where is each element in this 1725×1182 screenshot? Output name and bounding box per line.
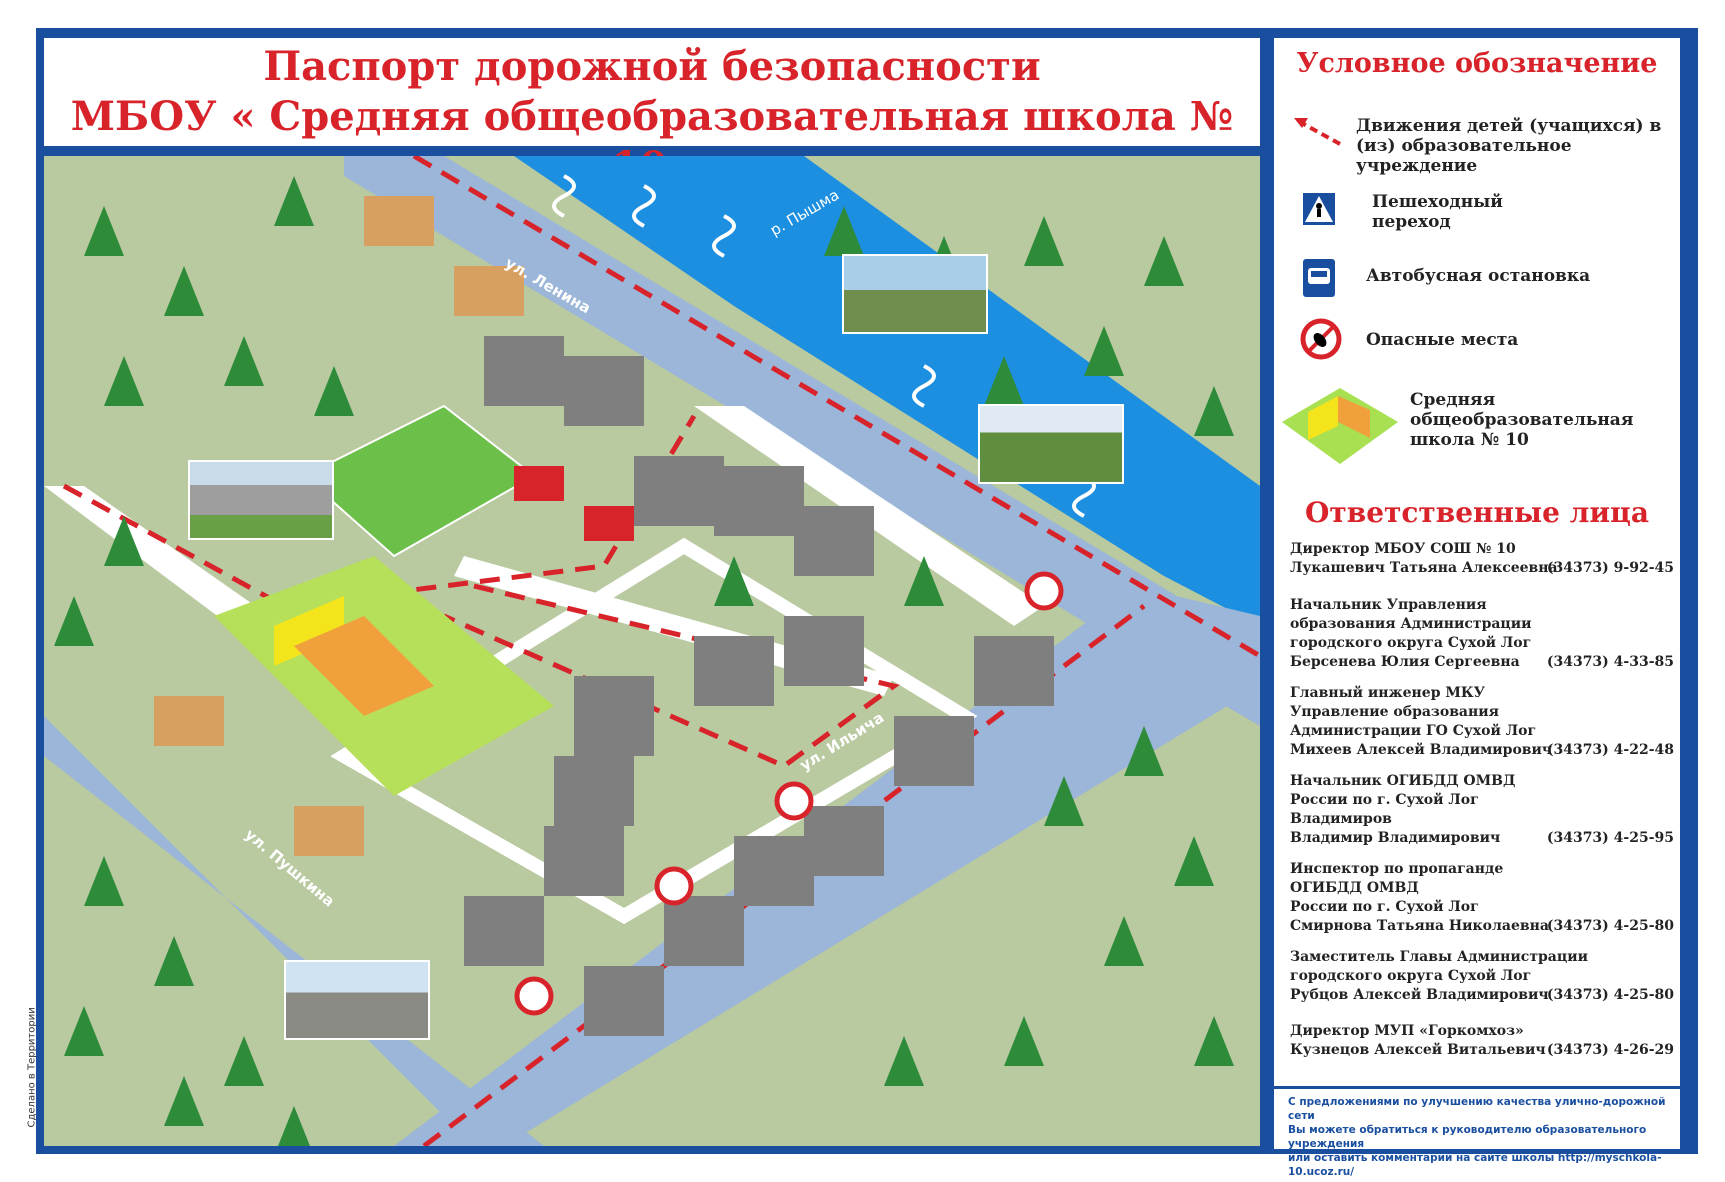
contact-4-line-1: ОГИБДД ОМВД (1290, 880, 1419, 896)
sidewalk-1 (44, 486, 284, 636)
contact-3-line-0: Начальник ОГИБДД ОМВД (1290, 773, 1516, 789)
contact-2-phone: (34373) 4-22-48 (1546, 742, 1674, 758)
danger-markers (514, 571, 1064, 1016)
credit-text: Сделано в Территории (26, 1007, 38, 1128)
map-drawing: р. Пышма (44, 156, 1260, 1146)
footer-line-1: С предложениями по улучшению качества ул… (1288, 1096, 1666, 1122)
legend-item-danger: Опасные места (1274, 316, 1680, 366)
legend-label-crossing: Пешеходный переход (1372, 192, 1503, 232)
contact-4-line-0: Инспектор по пропаганде (1290, 861, 1504, 877)
contact-3-line-1: России по г. Сухой Лог (1290, 792, 1479, 808)
title-box: Паспорт дорожной безопасности МБОУ « Сре… (44, 38, 1260, 190)
contact-3-line-3: Владимир Владимирович (1290, 830, 1501, 846)
photo-lenina (842, 254, 988, 334)
legend-item-bus-stop: Автобусная остановка (1274, 256, 1680, 302)
contact-1-line-2: городского округа Сухой Лог (1290, 635, 1532, 651)
river-waves (552, 174, 1096, 518)
contact-2: Главный инженер МКУ Управление образован… (1290, 684, 1674, 760)
apartment-buildings (464, 336, 1054, 1036)
footer-text: С предложениями по улучшению качества ул… (1288, 1095, 1678, 1179)
contact-2-line-1: Управление образования (1290, 704, 1499, 720)
safety-map: р. Пышма (44, 156, 1260, 1146)
pedestrian-crossing-icon (1303, 193, 1335, 225)
sports-field (302, 404, 536, 558)
contact-3: Начальник ОГИБДД ОМВД России по г. Сухой… (1290, 772, 1674, 848)
school-building (274, 596, 344, 666)
responsible-title: Ответственные лица (1305, 496, 1649, 529)
contact-2-line-0: Главный инженер МКУ (1290, 685, 1485, 701)
legend-label-danger: Опасные места (1366, 330, 1519, 350)
contact-2-line-3: Михеев Алексей Владимирович (1290, 742, 1553, 758)
contact-4-line-2: России по г. Сухой Лог (1290, 899, 1479, 915)
contact-1-phone: (34373) 4-33-85 (1546, 654, 1674, 670)
contact-2-line-2: Администрации ГО Сухой Лог (1290, 723, 1537, 739)
sidebar: Условное обозначение Движения детей (уча… (1274, 38, 1680, 1108)
contact-4-phone: (34373) 4-25-80 (1546, 918, 1674, 934)
contact-5: Заместитель Главы Администрации городско… (1290, 948, 1674, 1005)
contact-6-line-0: Директор МУП «Горкомхоз» (1290, 1023, 1524, 1039)
school-building-icon (1282, 388, 1398, 464)
sidebar-footer: С предложениями по улучшению качества ул… (1274, 1086, 1680, 1178)
contact-4-line-3: Смирнова Татьяна Николаевна (1290, 918, 1549, 934)
legend-label-bus-stop: Автобусная остановка (1366, 266, 1591, 286)
bus-stop-icon (1303, 259, 1335, 297)
legend-item-school: Средняя общеобразовательная школа № 10 (1274, 380, 1680, 470)
legend-item-crossing: Пешеходный переход (1274, 188, 1680, 238)
page-subtitle: МБОУ « Средняя общеобразовательная школа… (70, 93, 1234, 190)
photo-bridge (978, 404, 1124, 484)
photo-pushkina (284, 960, 430, 1040)
contact-0-phone: (34373) 9-92-45 (1546, 560, 1674, 576)
legend-label-route: Движения детей (учащихся) в (из) образов… (1356, 116, 1662, 176)
contact-0: Директор МБОУ СОШ № 10 Лукашевич Татьяна… (1290, 540, 1674, 578)
legend-label-school: Средняя общеобразовательная школа № 10 (1410, 390, 1634, 450)
footer-line-3: или оставить комментарии на сайте школы … (1288, 1152, 1662, 1178)
contact-1-line-3: Берсенева Юлия Сергеевна (1290, 654, 1520, 670)
contact-1-line-1: образования Администрации (1290, 616, 1532, 632)
page-title: Паспорт дорожной безопасности (263, 43, 1041, 90)
contact-5-phone: (34373) 4-25-80 (1546, 987, 1674, 1003)
contact-6-phone: (34373) 4-26-29 (1546, 1042, 1674, 1058)
contact-0-line-1: Лукашевич Татьяна Алексеевна (1290, 560, 1558, 576)
contact-6-line-1: Кузнецов Алексей Витальевич (1290, 1042, 1546, 1058)
contact-5-line-2: Рубцов Алексей Владимирович (1290, 987, 1549, 1003)
contact-3-line-2: Владимиров (1290, 811, 1392, 827)
contact-4: Инспектор по пропаганде ОГИБДД ОМВД Росс… (1290, 860, 1674, 936)
footer-line-2: Вы можете обратиться к руководителю обра… (1288, 1124, 1647, 1150)
contact-5-line-0: Заместитель Главы Администрации (1290, 949, 1588, 965)
contact-3-phone: (34373) 4-25-95 (1546, 830, 1674, 846)
photo-school (188, 460, 334, 540)
contact-1: Начальник Управления образования Админис… (1290, 596, 1674, 672)
legend-item-route: Движения детей (учащихся) в (из) образов… (1274, 110, 1680, 176)
red-dashed-arrow-icon (1294, 118, 1341, 146)
contact-5-line-1: городского округа Сухой Лог (1290, 968, 1532, 984)
contact-0-line-0: Директор МБОУ СОШ № 10 (1290, 541, 1516, 557)
route-lenina (412, 156, 1260, 659)
houses (154, 196, 634, 856)
contact-6: Директор МУП «Горкомхоз» Кузнецов Алексе… (1290, 1022, 1674, 1060)
credit: Сделано в Территории (8, 990, 38, 1140)
contact-1-line-0: Начальник Управления (1290, 597, 1487, 613)
danger-zone-icon (1300, 318, 1342, 360)
school-building-2 (294, 616, 434, 716)
legend-title: Условное обозначение (1296, 48, 1658, 79)
